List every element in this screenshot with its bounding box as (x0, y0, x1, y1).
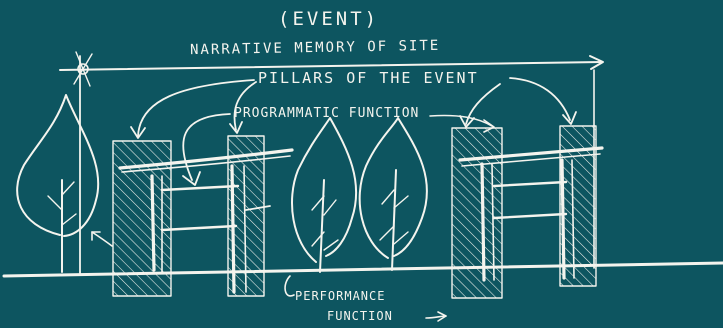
building-frame-left (118, 148, 294, 294)
programmatic-function-label: PROGRAMMATIC FUNCTION (234, 106, 420, 121)
pillars-of-event-label: PILLARS OF THE EVENT (258, 69, 479, 87)
tree-left (16, 94, 100, 273)
tree-center-left (291, 117, 358, 273)
arrow-tree-pointer (91, 231, 113, 247)
arrow-performance-function (284, 275, 447, 322)
event-label: (EVENT) (278, 8, 380, 30)
arrow-programmatic-right (429, 114, 495, 133)
arrow-pillars-to-right (459, 77, 577, 128)
narrative-timeline-arrow (59, 51, 604, 276)
arrow-pillars-to-left (130, 79, 257, 139)
performance-label: PERFORMANCE (295, 289, 386, 303)
pillar-right-inner (559, 125, 597, 287)
tree-center-right (358, 117, 428, 271)
function-label: FUNCTION (327, 309, 393, 323)
ground-line (2, 261, 723, 278)
arrow-programmatic-down (182, 113, 231, 186)
building-frame-right (458, 146, 604, 282)
